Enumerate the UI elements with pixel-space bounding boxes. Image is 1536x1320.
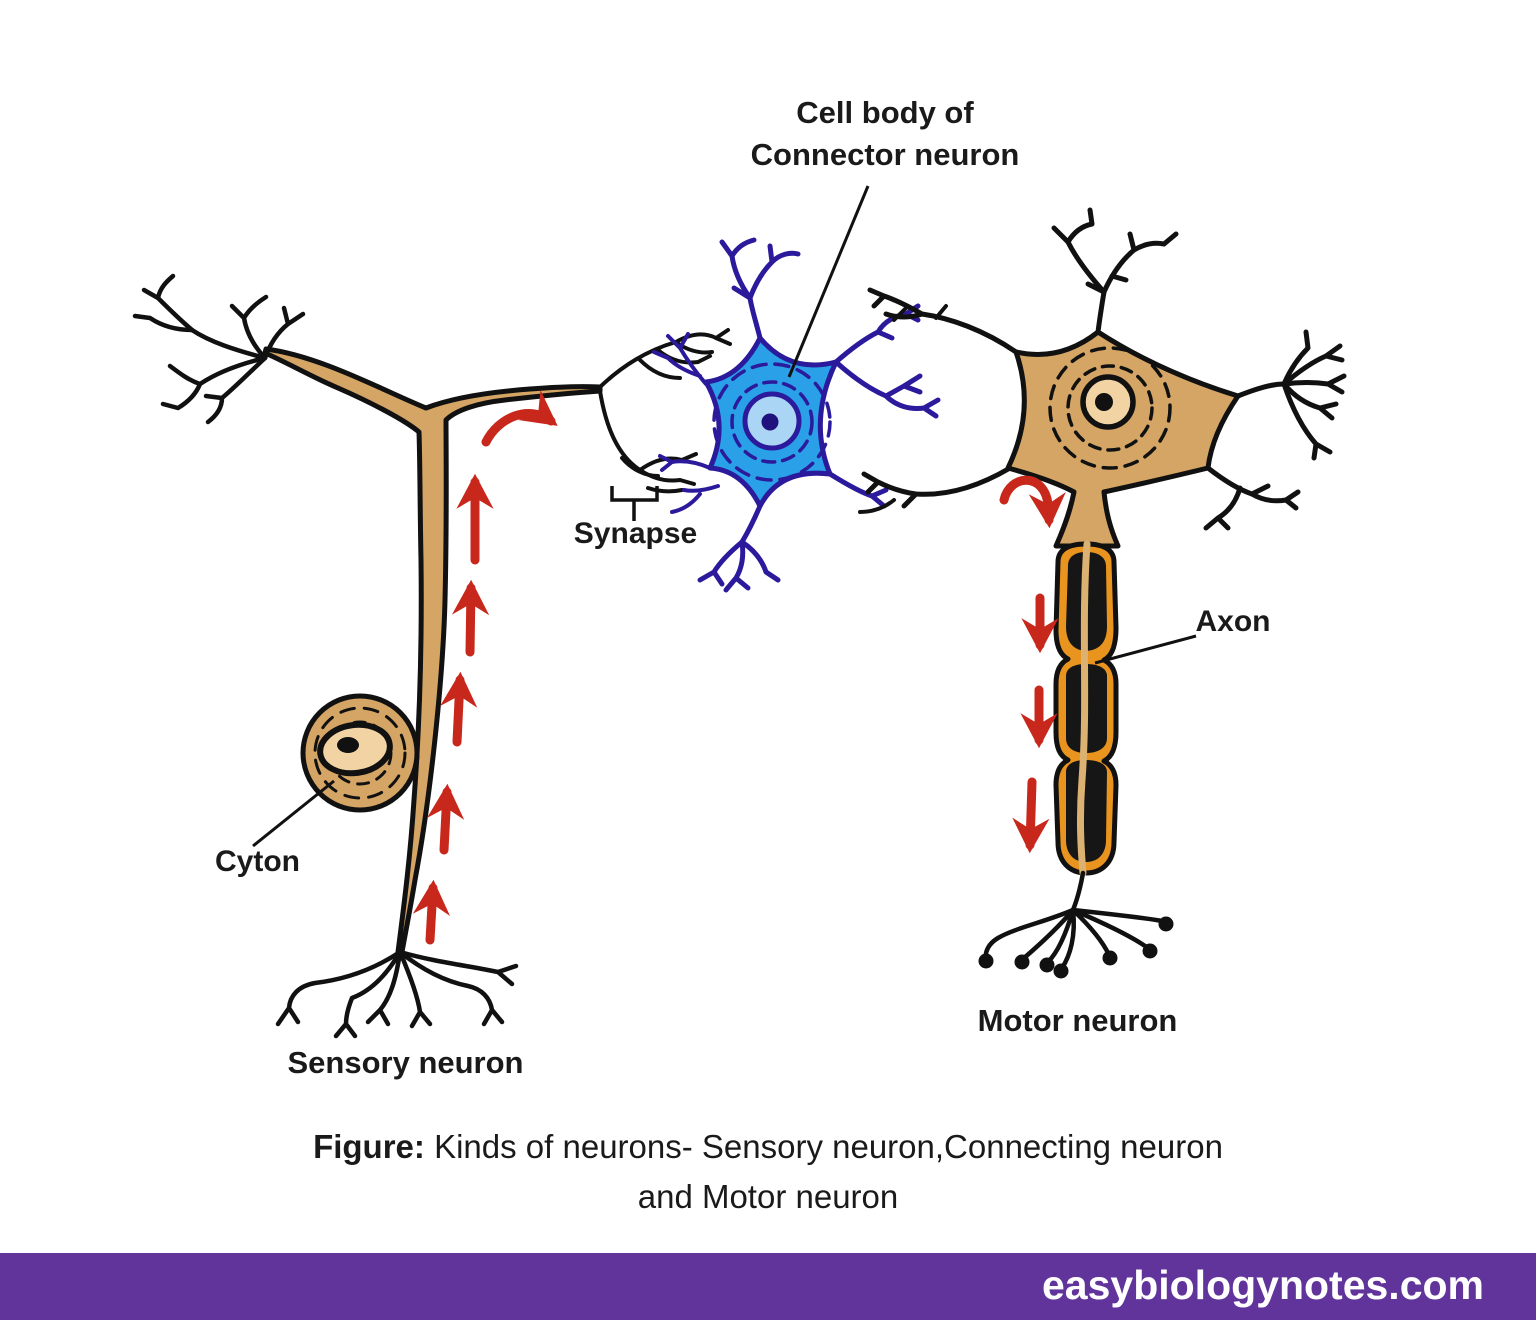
axon-label: Axon <box>1195 605 1271 638</box>
cyton-leader-line <box>252 779 335 848</box>
impulse-arrow <box>412 879 451 945</box>
connector-dendrites <box>652 237 941 593</box>
synapse-bracket <box>610 486 659 521</box>
cellbody-label-line2: Connector neuron <box>750 136 1020 172</box>
cyton-label: Cyton <box>215 845 300 878</box>
cellbody-connector-label: Cell body of Connector neuron <box>695 92 1075 176</box>
connector-nissl-granules <box>712 362 832 482</box>
sensory-neuron-label: Sensory neuron <box>287 1045 524 1080</box>
impulse-arrow-curved-right <box>481 390 558 447</box>
impulse-arrow <box>451 579 490 657</box>
myelin-sheath <box>1053 540 1119 877</box>
website-link[interactable]: easybiologynotes.com <box>1041 1262 1484 1308</box>
axon-leader-line <box>1094 634 1197 665</box>
impulse-arrow <box>427 783 465 855</box>
axon-core <box>1076 540 1091 877</box>
footer-bar: easybiologynotes.com <box>0 1253 1536 1320</box>
motor-right-dendrites <box>1235 329 1347 461</box>
impulse-arrow <box>1012 777 1050 854</box>
cyton-nucleolus <box>337 737 359 753</box>
sensory-receptor-endings <box>275 949 519 1039</box>
synapse-terminals <box>598 328 732 494</box>
figure-caption-text: Kinds of neurons- Sensory neuron,Connect… <box>424 1128 1223 1165</box>
motor-axon-terminals <box>978 870 1174 979</box>
motor-nissl-granules <box>1048 346 1172 470</box>
figure-caption: Figure: Kinds of neurons- Sensory neuron… <box>0 1122 1536 1222</box>
motor-lower-right-dendrites <box>1203 465 1301 531</box>
sensory-fiber <box>262 346 603 955</box>
impulse-arrow <box>440 671 478 747</box>
cellbody-label-line1: Cell body of <box>796 95 974 130</box>
figure-caption-line1: Figure: Kinds of neurons- Sensory neuron… <box>0 1122 1536 1172</box>
motor-neuron-drawing <box>858 207 1347 979</box>
motor-left-dendrites <box>858 287 1019 514</box>
synapse-label: Synapse <box>573 517 698 550</box>
connector-neuron-drawing <box>652 237 941 593</box>
connector-nucleolus <box>761 413 779 431</box>
motor-soma <box>1005 329 1241 549</box>
sensory-neuron-drawing <box>132 273 603 1039</box>
neuron-diagram-svg <box>132 185 1347 1039</box>
cellbody-leader-line <box>787 185 870 378</box>
motor-nucleolus <box>1095 393 1113 411</box>
motor-neuron-label: Motor neuron <box>977 1003 1178 1038</box>
motor-top-dendrites <box>1051 207 1179 335</box>
figure-caption-line2: and Motor neuron <box>637 1178 899 1215</box>
impulse-arrow-curved-down <box>999 475 1066 529</box>
impulse-arrows <box>412 390 1066 945</box>
annotation-lines <box>252 185 1197 848</box>
figure-caption-prefix: Figure: <box>313 1128 425 1165</box>
